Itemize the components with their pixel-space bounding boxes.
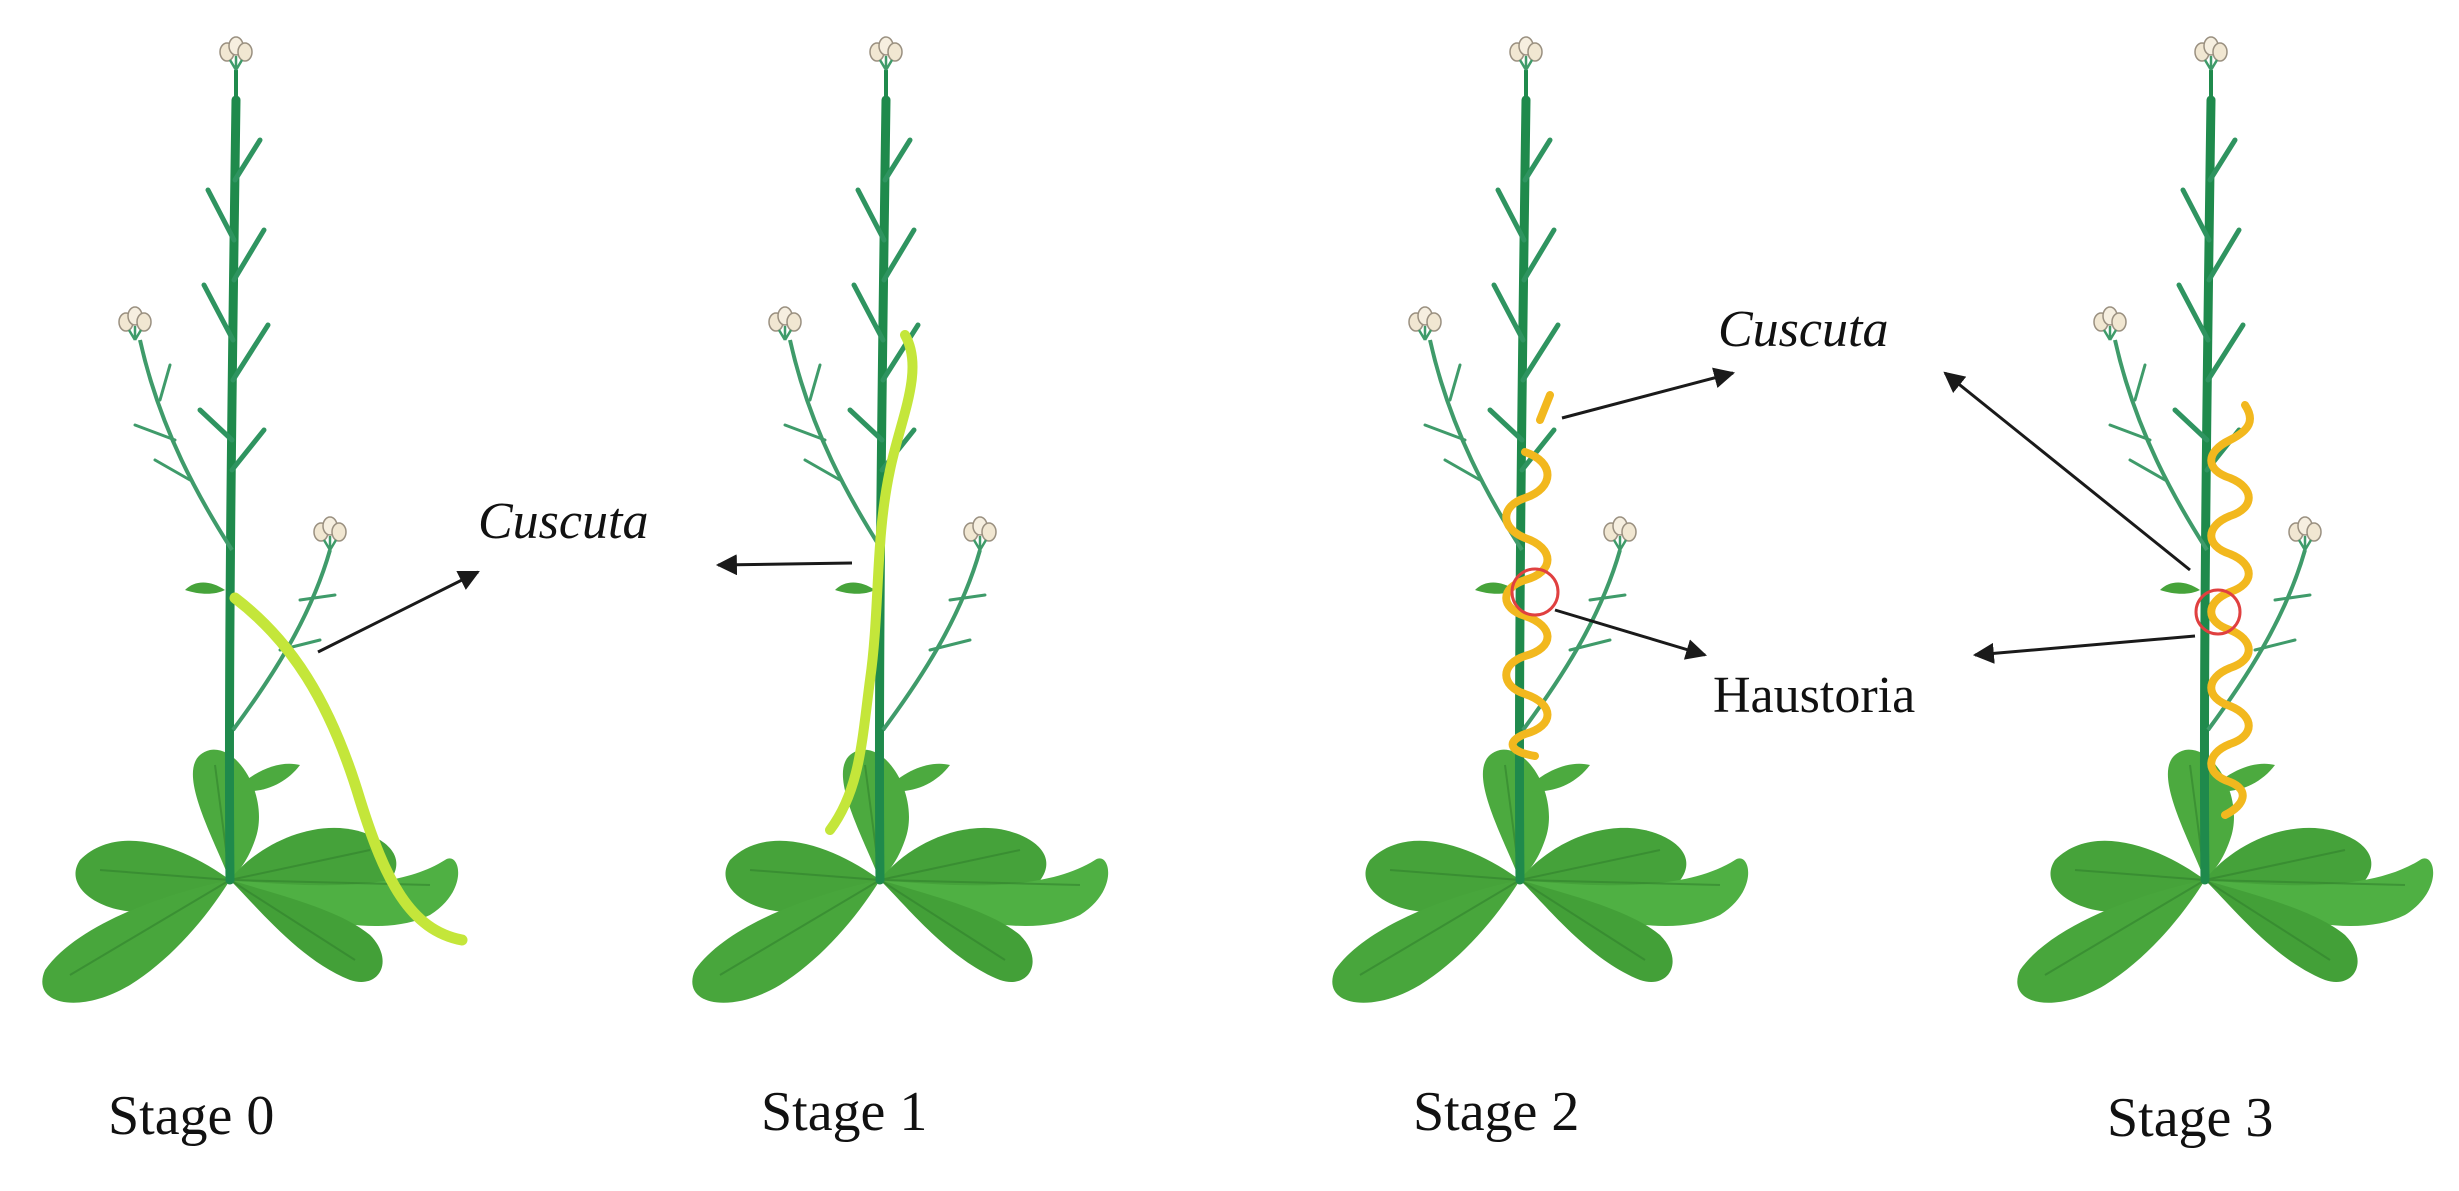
annotation-arrows <box>317 367 2196 664</box>
stage-label-3: Stage 3 <box>2107 1087 2273 1149</box>
arrow-stage3-to-cuscuta <box>1943 371 2191 572</box>
arrow-stage2-to-cuscuta <box>1561 367 1736 420</box>
stage-0-panel <box>42 37 468 1003</box>
stage-3-panel <box>2017 37 2433 1003</box>
stage-0-cuscuta-strand <box>229 592 468 946</box>
stage-3-haustoria-marker <box>2194 588 2242 636</box>
haustoria-label: Haustoria <box>1713 667 1915 724</box>
stage-2-haustoria-marker <box>1510 567 1560 617</box>
stage-1-cuscuta-strand <box>825 330 918 835</box>
stage-2-cuscuta-coil <box>1502 391 1554 760</box>
stage-2-host-plant <box>1332 37 1748 1003</box>
stage-1-panel <box>692 37 1108 1003</box>
stage-3-cuscuta-coil <box>2207 401 2254 819</box>
stage-label-0: Stage 0 <box>108 1085 274 1147</box>
cuscuta-label-right: Cuscuta <box>1718 301 1888 358</box>
stage-1-host-plant <box>692 37 1108 1003</box>
stage-label-1: Stage 1 <box>761 1081 927 1143</box>
stage-2-panel <box>1332 37 1748 1003</box>
cuscuta-label-left: Cuscuta <box>478 493 648 550</box>
arrow-stage3-to-haustoria <box>1972 634 2196 664</box>
stage-0-host-plant <box>42 37 458 1003</box>
arrow-stage2-to-haustoria <box>1554 608 1708 660</box>
stage-label-2: Stage 2 <box>1413 1081 1579 1143</box>
arrow-stage1-to-cuscuta <box>715 554 853 576</box>
arrow-stage0-to-cuscuta <box>317 570 480 654</box>
